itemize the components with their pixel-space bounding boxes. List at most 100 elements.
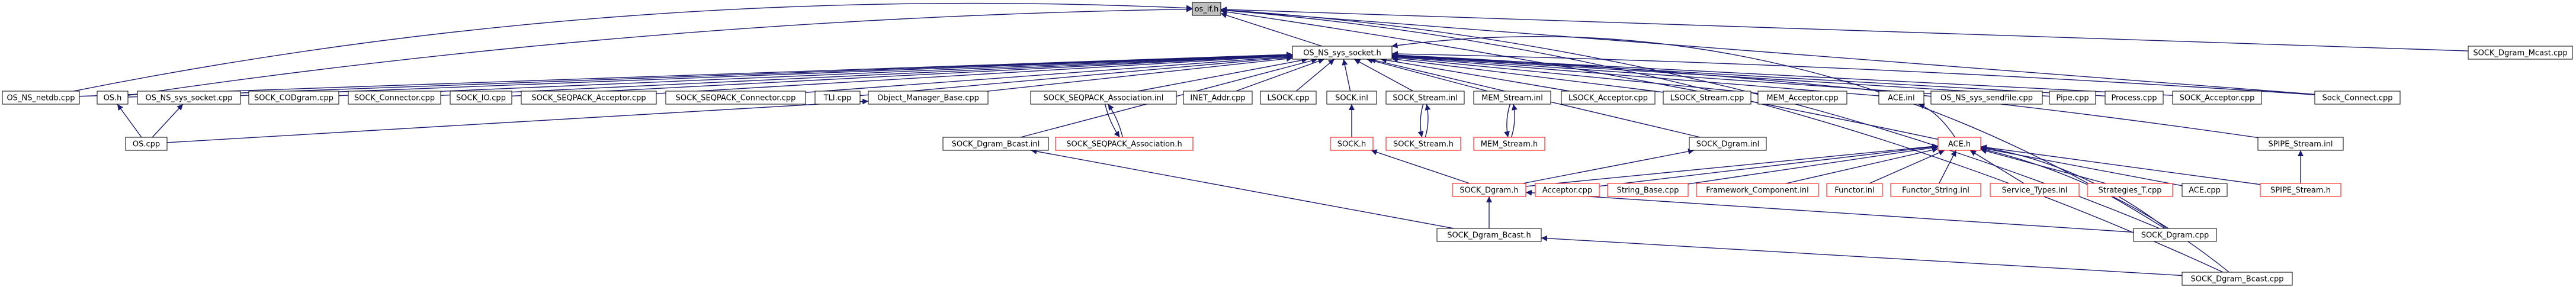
edge-os_ns_sys_socket_cpp-to-sys_socket [240, 51, 1293, 96]
node-service-types-inl[interactable]: Service_Types.inl [1990, 183, 2080, 197]
node-os-ns-netdb-cpp[interactable]: OS_NS_netdb.cpp [2, 91, 80, 105]
edge-spipe_stream_inl-to-sys_socket [1391, 52, 2259, 138]
node-spipe-stream-h[interactable]: SPIPE_Stream.h [2260, 183, 2341, 197]
node-box [1757, 91, 1847, 105]
node-box [1326, 91, 1377, 105]
node-label: OS_NS_sys_socket.cpp [145, 94, 232, 103]
node-label: LSOCK.cpp [1267, 94, 1309, 103]
node-acceptor-cpp[interactable]: Acceptor.cpp [1535, 183, 1600, 197]
edge-os_ns_netdb_cpp-to-sys_socket [79, 51, 1293, 97]
node-inet-addr-cpp[interactable]: INET_Addr.cpp [1183, 91, 1253, 105]
node-label: SPIPE_Stream.h [2270, 186, 2331, 195]
edge-acceptor_cpp-to-ace_h [1599, 144, 1939, 187]
node-sock-dgram-inl[interactable]: SOCK_Dgram.inl [1689, 137, 1767, 151]
edge-mem_stream_inl-to-sys_socket [1366, 57, 1488, 92]
node-string-base-cpp[interactable]: String_Base.cpp [1607, 183, 1689, 197]
node-box [1826, 183, 1883, 197]
node-tli-cpp[interactable]: TLI.cpp [814, 91, 861, 105]
node-mem-stream-h[interactable]: MEM_Stream.h [1473, 137, 1545, 151]
node-label: OS_NS_sys_socket.h [1303, 49, 1381, 58]
edge-sock_dgram_bcast_cpp-to-sock_dgram_bcast_h [1541, 235, 2183, 276]
edge-sock_dgram_h-to-sock_dgram_inl [1522, 148, 1695, 184]
node-label: SOCK.inl [1335, 94, 1368, 103]
node-os-cpp[interactable]: OS.cpp [125, 137, 168, 151]
node-sock-inl[interactable]: SOCK.inl [1326, 91, 1377, 105]
node-ace-inl[interactable]: ACE.inl [1878, 91, 1924, 105]
node-lsock-stream-cpp[interactable]: LSOCK_Stream.cpp [1663, 91, 1751, 105]
edge-sock_seqpack_connector_cpp-to-sys_socket [805, 53, 1293, 93]
node-sock-seqpack-association-h[interactable]: SOCK_SEQPACK_Association.h [1055, 137, 1194, 151]
node-sock-dgram-h[interactable]: SOCK_Dgram.h [1452, 183, 1526, 197]
node-process-cpp[interactable]: Process.cpp [2105, 91, 2164, 105]
node-label: Functor_String.inl [1902, 186, 1969, 195]
node-label: SOCK_Connector.cpp [354, 94, 435, 103]
edge-sock_dgram_h-to-sock_h [1371, 149, 1470, 184]
node-sock-seqpack-connector-cpp[interactable]: SOCK_SEQPACK_Connector.cpp [665, 91, 806, 105]
node-box [2468, 46, 2573, 60]
node-label: MEM_Stream.inl [1481, 94, 1543, 103]
node-label: MEM_Stream.h [1481, 140, 1538, 149]
node-label: SOCK_Dgram_Bcast.h [1447, 231, 1531, 240]
node-sys-socket[interactable]: OS_NS_sys_socket.h [1292, 46, 1393, 60]
node-sock-h[interactable]: SOCK.h [1330, 137, 1374, 151]
edge-sock_connector_cpp-to-sys_socket [440, 52, 1293, 96]
node-box [1292, 46, 1393, 60]
edge-sock_connect_cpp-to-os_if [1220, 7, 2315, 95]
node-sock-io-cpp[interactable]: SOCK_IO.cpp [450, 91, 512, 105]
node-sock-codgram-cpp[interactable]: SOCK_CODgram.cpp [248, 91, 339, 105]
node-sock-stream-inl[interactable]: SOCK_Stream.inl [1385, 91, 1465, 105]
node-sock-seqpack-acceptor-cpp[interactable]: SOCK_SEQPACK_Acceptor.cpp [521, 91, 657, 105]
node-object-manager-base-cpp[interactable]: Object_Manager_Base.cpp [868, 91, 989, 105]
node-os-if[interactable]: os_if.h [1192, 2, 1221, 16]
node-sock-dgram-bcast-cpp[interactable]: SOCK_Dgram_Bcast.cpp [2182, 272, 2293, 286]
node-sock-acceptor-cpp[interactable]: SOCK_Acceptor.cpp [2172, 91, 2262, 105]
node-sock-seqpack-association-inl[interactable]: SOCK_SEQPACK_Association.inl [1030, 91, 1177, 105]
edge-lsock_stream_cpp-to-sys_socket [1391, 56, 1664, 93]
edge-spipe_stream_h-to-ace_h [1980, 144, 2261, 185]
node-label: Acceptor.cpp [1542, 186, 1592, 195]
node-pipe-cpp[interactable]: Pipe.cpp [2049, 91, 2096, 105]
edge-sock_connect_cpp-to-sys_socket [1391, 50, 2315, 95]
node-sock-dgram-bcast-h[interactable]: SOCK_Dgram_Bcast.h [1436, 228, 1542, 242]
node-label: os_if.h [1195, 5, 1219, 14]
node-sock-connector-cpp[interactable]: SOCK_Connector.cpp [348, 91, 441, 105]
node-ace-cpp[interactable]: ACE.cpp [2182, 183, 2228, 197]
node-box [1330, 137, 1374, 151]
node-label: SPIPE_Stream.inl [2268, 140, 2333, 149]
node-functor-string-inl[interactable]: Functor_String.inl [1890, 183, 1981, 197]
edge-object_manager_base_cpp-to-sys_socket [987, 56, 1293, 92]
edge-ace_inl-to-sys_socket [1391, 54, 1879, 96]
node-mem-acceptor-cpp[interactable]: MEM_Acceptor.cpp [1757, 91, 1847, 105]
node-mem-stream-inl[interactable]: MEM_Stream.inl [1473, 91, 1551, 105]
edge-sock_codgram_cpp-to-sys_socket [338, 52, 1293, 96]
edge-os_h-to-os_if [127, 6, 1193, 96]
node-sock-dgram-bcast-inl[interactable]: SOCK_Dgram_Bcast.inl [942, 137, 1049, 151]
node-os-ns-sys-socket-cpp[interactable]: OS_NS_sys_socket.cpp [137, 91, 241, 105]
node-lsock-acceptor-cpp[interactable]: LSOCK_Acceptor.cpp [1561, 91, 1656, 105]
node-strategies-t-cpp[interactable]: Strategies_T.cpp [2087, 183, 2173, 197]
node-box [1192, 2, 1221, 16]
node-label: SOCK_Acceptor.cpp [2180, 94, 2255, 103]
edge-os_h-to-sys_socket [127, 51, 1293, 98]
node-ace-h[interactable]: ACE.h [1937, 137, 1981, 151]
node-os-h[interactable]: OS.h [97, 91, 129, 105]
edge-os_cpp-to-os_h [117, 104, 142, 138]
node-sock-connect-cpp[interactable]: Sock_Connect.cpp [2314, 91, 2401, 105]
node-box [1473, 137, 1545, 151]
node-sock-stream-h[interactable]: SOCK_Stream.h [1385, 137, 1461, 151]
edge-sock_dgram_cpp-to-sys_socket [1391, 36, 2165, 229]
node-box [1689, 137, 1767, 151]
node-box [868, 91, 989, 105]
edge-lsock_cpp-to-sys_socket [1295, 59, 1335, 92]
node-label: SOCK.h [1337, 140, 1366, 149]
edge-functor_string_inl-to-ace_h [1939, 150, 1956, 184]
node-box [1561, 91, 1656, 105]
node-functor-inl[interactable]: Functor.inl [1826, 183, 1883, 197]
node-lsock-cpp[interactable]: LSOCK.cpp [1260, 91, 1317, 105]
node-framework-component-inl[interactable]: Framework_Component.inl [1696, 183, 1819, 197]
node-spipe-stream-inl[interactable]: SPIPE_Stream.inl [2257, 137, 2344, 151]
edge-sock_stream_inl-to-sock_stream_h [1417, 104, 1424, 138]
node-os-ns-sys-sendfile-cpp[interactable]: OS_NS_sys_sendfile.cpp [1930, 91, 2043, 105]
node-sock-dgram-cpp[interactable]: SOCK_Dgram.cpp [2133, 228, 2217, 242]
node-sock-dgram-mcast-cpp[interactable]: SOCK_Dgram_Mcast.cpp [2468, 46, 2573, 60]
